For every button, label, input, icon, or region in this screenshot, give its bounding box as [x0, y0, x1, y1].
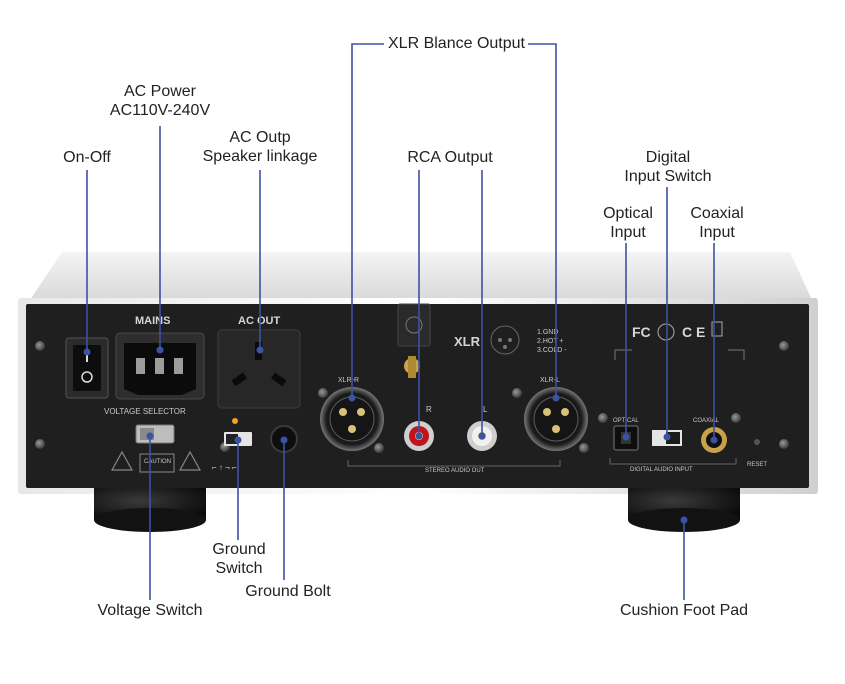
svg-text:FC: FC	[632, 324, 651, 340]
reset-label: RESET	[747, 462, 767, 468]
digital-input-switch-line1: Digital	[645, 149, 691, 166]
coaxial-input-line1: Coaxial	[690, 205, 744, 222]
svg-text:XLR-R: XLR-R	[338, 377, 359, 384]
svg-text:2.HOT +: 2.HOT +	[537, 338, 564, 345]
voltage-selector-label: VOLTAGE SELECTOR	[104, 407, 186, 416]
ground-switch-line2: Switch	[215, 560, 263, 577]
certification-marks: FC C E	[632, 321, 723, 341]
xlr-balance-output-label: XLR Blance Output	[388, 35, 525, 52]
ac-power-line2: AC110V-240V	[109, 102, 211, 119]
svg-text:⌐ ↑ ¬ ⌐: ⌐ ↑ ¬ ⌐	[212, 463, 237, 472]
svg-text:C E: C E	[682, 324, 705, 340]
mains-label: MAINS	[135, 315, 170, 327]
coaxial-label: COAXIAL	[693, 418, 720, 424]
coaxial-input-line2: Input	[699, 224, 735, 241]
optical-input-line2: Input	[610, 224, 646, 241]
iec-power-inlet-icon	[115, 332, 205, 400]
digital-input-switch-line2: Input Switch	[624, 168, 712, 185]
digital-input-switch-label: Digital Input Switch	[618, 148, 718, 186]
voltage-switch-label: Voltage Switch	[97, 602, 203, 619]
power-switch-icon	[65, 337, 109, 399]
on-off-label: On-Off	[63, 149, 111, 166]
rca-output-label: RCA Output	[407, 149, 493, 166]
svg-text:XLR-L: XLR-L	[540, 377, 560, 384]
ac-outp-line2: Speaker linkage	[202, 148, 318, 165]
ground-switch-line1: Ground	[212, 541, 266, 558]
optical-input-label: Optical Input	[596, 204, 660, 242]
ac-outp-line1: AC Outp	[229, 129, 291, 146]
svg-text:XLR: XLR	[454, 334, 481, 349]
xlr-pin-diagram: XLR 1.GND 2.HOT + 3.COLD -	[397, 303, 567, 355]
ac-outlet-icon	[217, 329, 301, 409]
callout-dots	[83, 346, 718, 524]
ground-led	[232, 418, 238, 424]
chassis-top	[30, 252, 812, 300]
coaxial-input-label: Coaxial Input	[684, 204, 750, 242]
svg-text:R: R	[426, 405, 432, 414]
caution-sticker: CAUTION	[110, 450, 202, 473]
ground-bolt-label: Ground Bolt	[245, 583, 331, 600]
xlr-l-connector: XLR-L	[524, 377, 588, 451]
ac-power-line1: AC Power	[123, 83, 197, 100]
digital-audio-input-label: DIGITAL AUDIO INPUT	[630, 467, 693, 473]
svg-text:CAUTION: CAUTION	[144, 459, 171, 465]
ac-outp-label: AC Outp Speaker linkage	[198, 128, 322, 166]
ac-power-label: AC Power AC110V-240V	[104, 82, 216, 120]
svg-text:1.GND: 1.GND	[537, 329, 558, 336]
reset-button	[754, 439, 760, 445]
stereo-audio-out-label: STEREO AUDIO OUT	[425, 468, 485, 474]
xlr-r-connector: XLR-R	[320, 377, 384, 451]
cushion-foot-pad-label: Cushion Foot Pad	[619, 602, 749, 619]
callout-lines	[86, 43, 715, 600]
svg-text:L: L	[483, 405, 488, 414]
optical-input-line1: Optical	[603, 205, 653, 222]
ground-post-terminal	[404, 356, 420, 378]
ground-switch-label: Ground Switch	[204, 540, 274, 578]
svg-text:3.COLD -: 3.COLD -	[537, 347, 567, 354]
